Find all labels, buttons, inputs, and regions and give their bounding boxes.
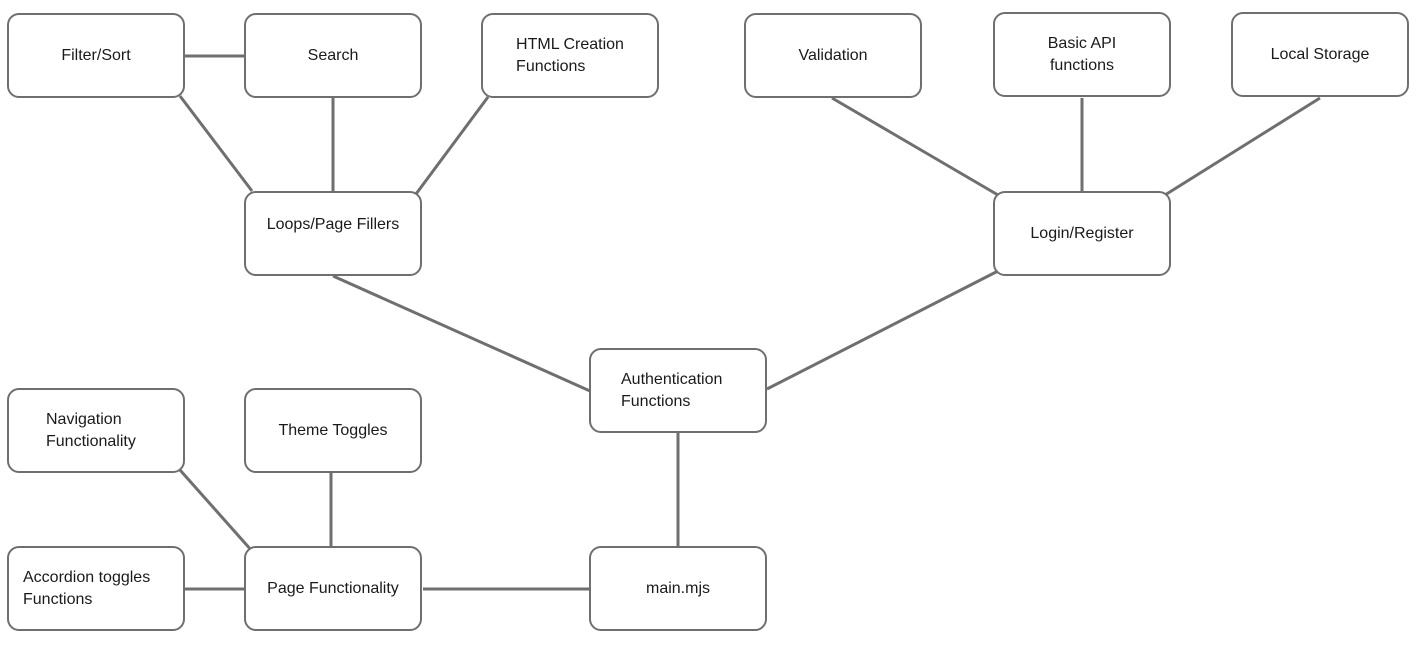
node-label: HTML Creation Functions [516,35,624,75]
node-label: main.mjs [645,579,710,597]
node-label: Search [307,46,359,64]
node-label: Local Storage [1270,45,1370,63]
node-label: Validation [798,46,868,64]
edge-loops-auth [332,274,591,393]
node-navigation: Navigation Functionality [7,388,185,473]
node-local-storage: Local Storage [1231,12,1409,97]
node-main-mjs: main.mjs [589,546,767,631]
node-basic-api: Basic API functions [993,12,1171,97]
node-label: Theme Toggles [278,421,388,439]
node-label: Page Functionality [267,579,399,597]
edge-login-auth [766,269,999,391]
node-html-creation: HTML Creation Functions [481,13,659,98]
edge-filter-loops [178,95,254,192]
edge-storage-login [1164,96,1321,197]
node-label: Accordion toggles Functions [23,568,151,608]
node-login-register: Login/Register [993,191,1171,276]
node-validation: Validation [744,13,922,98]
node-authentication: Authentication Functions [589,348,767,433]
node-label: Navigation Functionality [46,410,136,450]
node-accordion: Accordion toggles Functions [7,546,185,631]
node-label: Basic API functions [1047,34,1117,74]
node-label: Authentication Functions [621,370,723,410]
node-page-functionality: Page Functionality [244,546,422,631]
node-theme-toggles: Theme Toggles [244,388,422,473]
edge-nav-page [178,469,254,552]
edge-validation-login [831,96,999,197]
node-filter-sort: Filter/Sort [7,13,185,98]
node-label: Loops/Page Fillers [266,216,400,233]
edge-html-loops [414,96,490,195]
node-label: Filter/Sort [61,46,131,64]
node-search: Search [244,13,422,98]
node-label: Login/Register [1030,224,1134,242]
node-loops-page-fillers: Loops/Page Fillers [244,191,422,276]
